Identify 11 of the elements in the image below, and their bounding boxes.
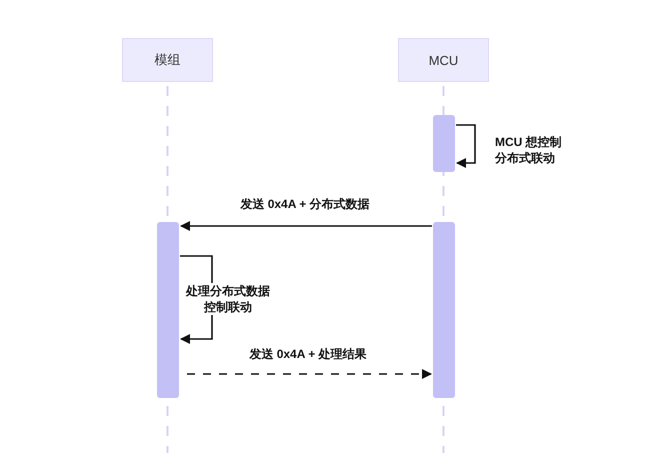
arrow: [187, 369, 432, 379]
activation-bar: [157, 222, 179, 398]
arrow: [180, 221, 432, 231]
edge-label: 发送 0x4A + 处理结果: [249, 346, 367, 362]
activation-bar: [433, 115, 455, 172]
arrow: [179, 255, 213, 344]
participant-box: 模组: [122, 38, 213, 82]
participant-box: MCU: [398, 38, 489, 82]
activation-bar: [433, 222, 455, 398]
arrow: [456, 124, 476, 168]
edge-label: 发送 0x4A + 分布式数据: [240, 196, 370, 212]
